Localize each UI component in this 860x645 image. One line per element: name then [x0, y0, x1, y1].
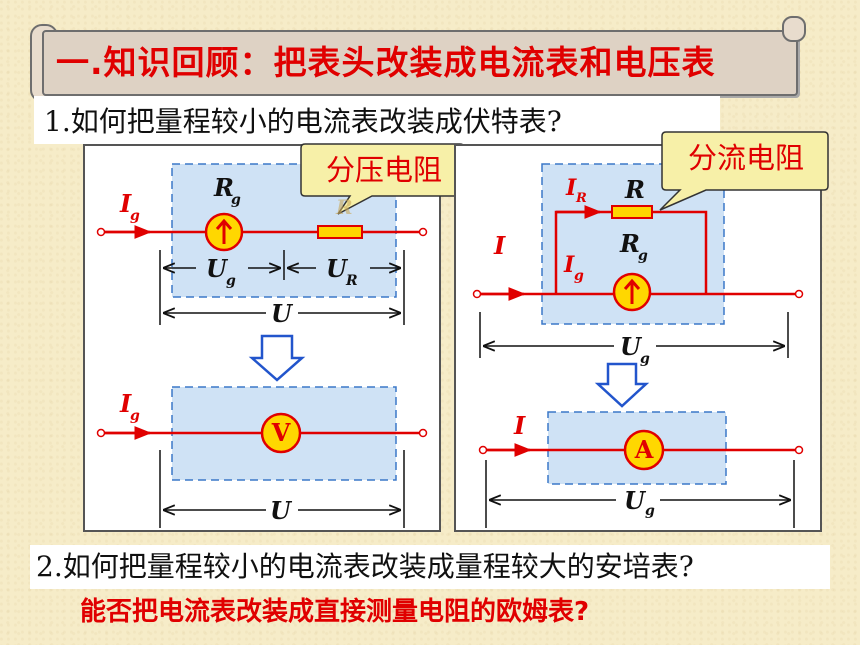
transform-arrow	[248, 334, 306, 382]
svg-text:R: R	[575, 191, 587, 206]
svg-text:g: g	[574, 268, 584, 284]
scroll-curl-right	[782, 16, 806, 42]
svg-text:g: g	[226, 273, 236, 289]
terminal	[96, 227, 106, 237]
resistor-symbol	[317, 225, 363, 239]
terminal	[418, 227, 428, 237]
svg-text:I: I	[563, 252, 575, 278]
page-title: 一.知识回顾：把表头改装成电流表和电压表	[56, 43, 716, 82]
svg-text:g: g	[231, 192, 241, 208]
question-3: 能否把电流表改装成直接测量电阻的欧姆表?	[80, 597, 590, 627]
svg-text:R: R	[619, 229, 640, 258]
svg-text:g: g	[640, 351, 650, 367]
callout-text-left: 分压电阻	[325, 153, 442, 187]
ammeter-label: A	[634, 435, 654, 464]
question-1: 1.如何把量程较小的电流表改装成伏特表?	[34, 96, 720, 144]
shunt-resistor-symbol	[611, 205, 653, 219]
right-panel: I R R R g I g I U g I	[454, 131, 829, 532]
svg-text:g: g	[130, 408, 140, 424]
current-label: I	[119, 189, 132, 218]
svg-text:U: U	[326, 254, 349, 283]
svg-text:I: I	[513, 411, 526, 440]
question-2: 2.如何把量程较小的电流表改装成量程较大的安培表?	[30, 545, 830, 589]
callout-shunt	[659, 131, 829, 211]
transform-arrow	[594, 362, 650, 408]
svg-text:g: g	[638, 248, 648, 264]
svg-text:R: R	[213, 173, 234, 202]
svg-text:R: R	[624, 175, 645, 204]
callout-text-right: 分流电阻	[687, 141, 804, 175]
svg-text:U: U	[206, 254, 229, 283]
svg-text:R: R	[335, 195, 353, 219]
left-panel: I g R g R U g U R U I g	[83, 143, 465, 532]
right-bottom-ug-label: Ug	[624, 486, 655, 519]
svg-text:g: g	[130, 208, 140, 224]
left-bottom-u-label: U	[270, 496, 291, 525]
voltmeter-symbol	[260, 412, 302, 454]
ammeter-symbol	[623, 429, 665, 471]
title-banner	[42, 30, 798, 96]
voltmeter-label: V	[271, 418, 291, 447]
svg-text:I: I	[119, 389, 132, 418]
svg-text:U: U	[271, 299, 294, 328]
svg-text:I: I	[565, 175, 577, 201]
svg-text:R: R	[345, 273, 358, 289]
svg-text:U: U	[620, 332, 643, 361]
svg-text:I: I	[493, 231, 506, 260]
